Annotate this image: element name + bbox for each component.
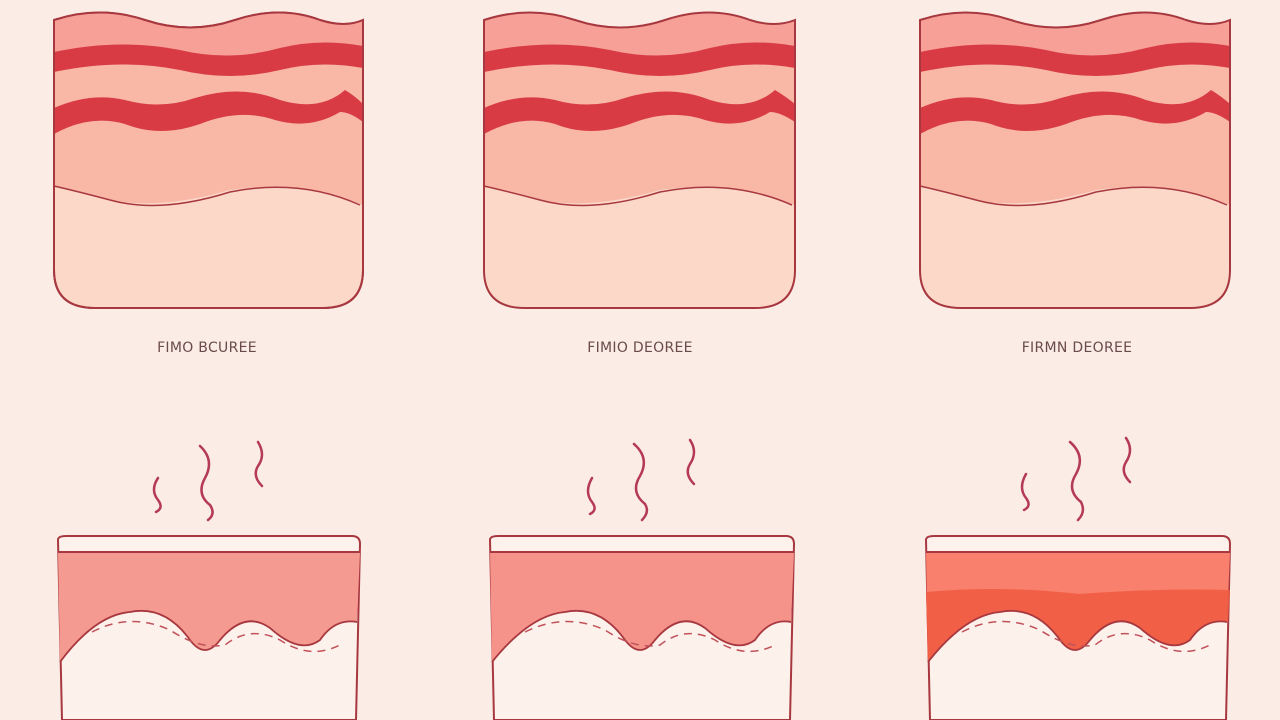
dermis-boundary: [53, 185, 361, 207]
steam-line: [254, 440, 264, 488]
panel-border: [483, 11, 796, 309]
dashed-boundary: [961, 620, 1211, 653]
dashed-boundary: [91, 620, 341, 653]
red-band-2: [920, 90, 1230, 134]
heated-skin-panel-3: [924, 436, 1232, 720]
skin-boundary: [59, 610, 358, 663]
red-band-1: [920, 42, 1230, 76]
panel-caption-3: FIRMN DEOREE: [1021, 340, 1133, 356]
steam-line: [686, 438, 696, 486]
skin-layer-panel-1: [53, 11, 364, 309]
steam-line: [632, 442, 649, 522]
panel-border: [53, 11, 364, 309]
burn-band: [926, 588, 1230, 662]
red-band-1: [484, 42, 795, 76]
steam-line: [1122, 436, 1132, 484]
skin-layer-panel-3: [919, 11, 1231, 309]
heated-skin-panel-2: [488, 438, 796, 720]
skin-boundary: [927, 610, 1228, 663]
steam-line: [586, 476, 596, 516]
red-band-2: [54, 90, 363, 134]
dashed-boundary: [524, 620, 776, 653]
heated-skin-panel-1: [56, 440, 362, 720]
steam-line: [1068, 440, 1085, 522]
skin-boundary: [491, 610, 792, 663]
panel-border: [919, 11, 1231, 309]
skin-top-layer: [490, 552, 794, 662]
steam-line: [1020, 472, 1030, 512]
red-band-1: [54, 42, 363, 76]
steam-line: [198, 444, 214, 522]
skin-top-layer: [58, 552, 360, 662]
dermis-boundary: [483, 185, 793, 207]
panel-caption-2: FIMIO DEOREE: [587, 340, 693, 356]
steam-line: [152, 476, 162, 514]
panel-caption-1: FIMO BCUREE: [157, 340, 257, 356]
skin-layer-panel-2: [483, 11, 796, 309]
dermis-boundary: [919, 185, 1228, 207]
red-band-2: [484, 90, 795, 134]
